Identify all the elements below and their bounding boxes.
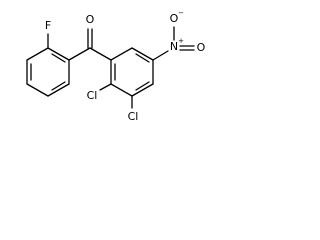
c-n-bond (152, 50, 169, 61)
bond (47, 83, 70, 97)
nitro-oxygen-right-label: O (197, 41, 206, 54)
bond (68, 47, 91, 61)
bond (131, 47, 154, 61)
dichloronitrophenyl-ring (110, 47, 154, 97)
chlorine-meta-label: Cl (128, 110, 139, 123)
double-bond-inner (51, 53, 66, 63)
nitro-nitrogen-charge: + (178, 37, 184, 45)
double-bond-inner (135, 53, 150, 63)
fluorophenyl-ring (26, 47, 70, 97)
bond (89, 47, 112, 61)
double-bond-inner (51, 81, 66, 91)
bond (26, 83, 49, 97)
carbonyl-oxygen-label: O (86, 13, 95, 26)
bond (47, 47, 70, 61)
chemical-structure: F O N + O − O Cl Cl (26, 9, 206, 123)
c-cl-bond (99, 83, 112, 91)
fluorine-label: F (45, 19, 51, 32)
nitro-oxygen-top-label: O (170, 12, 179, 25)
bond (110, 83, 133, 97)
bond (131, 83, 154, 97)
chlorine-ortho-label: Cl (87, 89, 98, 102)
double-bond-inner (135, 81, 150, 91)
nitro-oxygen-top-charge: − (178, 9, 184, 17)
nitro-nitrogen-label: N (170, 40, 178, 53)
bond (110, 47, 133, 61)
bond (26, 47, 49, 61)
